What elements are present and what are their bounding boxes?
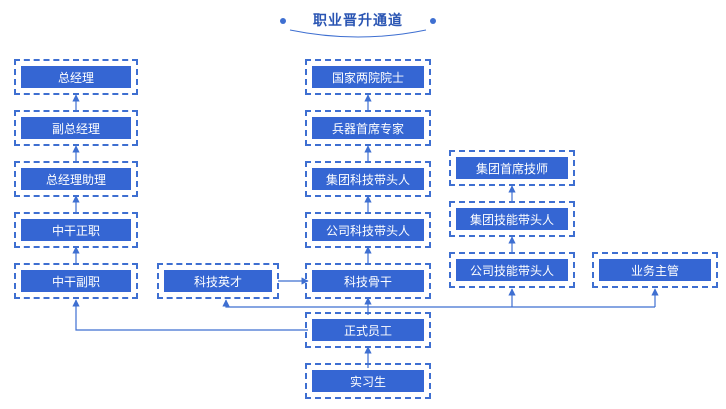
node-label: 科技骨干: [312, 270, 424, 292]
node-label: 总经理: [21, 66, 131, 88]
node-label: 科技英才: [164, 270, 272, 292]
node-label: 中干正职: [21, 219, 131, 241]
node-academician: 国家两院院士: [305, 59, 431, 95]
node-tech-talent: 科技英才: [157, 263, 279, 299]
node-general-manager: 总经理: [14, 59, 138, 95]
node-label: 中干副职: [21, 270, 131, 292]
edge-zsyg-right: [222, 299, 368, 308]
node-label: 集团首席技师: [456, 157, 568, 179]
node-label: 兵器首席专家: [312, 117, 424, 139]
node-label: 集团科技带头人: [312, 168, 424, 190]
node-business-supervisor: 业务主管: [592, 252, 718, 288]
title-area: 职业晋升通道: [278, 6, 438, 40]
title-decoration: [280, 18, 436, 38]
node-label: 实习生: [312, 370, 424, 392]
node-tech-backbone: 科技骨干: [305, 263, 431, 299]
node-chief-expert: 兵器首席专家: [305, 110, 431, 146]
node-label: 公司技能带头人: [456, 259, 568, 281]
node-group-skill-leader: 集团技能带头人: [449, 201, 575, 237]
node-label: 公司科技带头人: [312, 219, 424, 241]
node-middle-manager-deputy: 中干副职: [14, 263, 138, 299]
node-label: 副总经理: [21, 117, 131, 139]
edge-zsyg-zgfz: [72, 299, 308, 331]
node-company-tech-leader: 公司科技带头人: [305, 212, 431, 248]
node-middle-manager-chief: 中干正职: [14, 212, 138, 248]
node-label: 国家两院院士: [312, 66, 424, 88]
node-intern: 实习生: [305, 363, 431, 399]
node-regular-employee: 正式员工: [305, 312, 431, 348]
page-title: 职业晋升通道: [313, 13, 403, 29]
node-label: 业务主管: [599, 259, 711, 281]
node-assistant-general-manager: 总经理助理: [14, 161, 138, 197]
node-deputy-general-manager: 副总经理: [14, 110, 138, 146]
node-group-tech-leader: 集团科技带头人: [305, 161, 431, 197]
node-label: 总经理助理: [21, 168, 131, 190]
node-company-skill-leader: 公司技能带头人: [449, 252, 575, 288]
node-label: 集团技能带头人: [456, 208, 568, 230]
node-label: 正式员工: [312, 319, 424, 341]
node-group-chief-technician: 集团首席技师: [449, 150, 575, 186]
